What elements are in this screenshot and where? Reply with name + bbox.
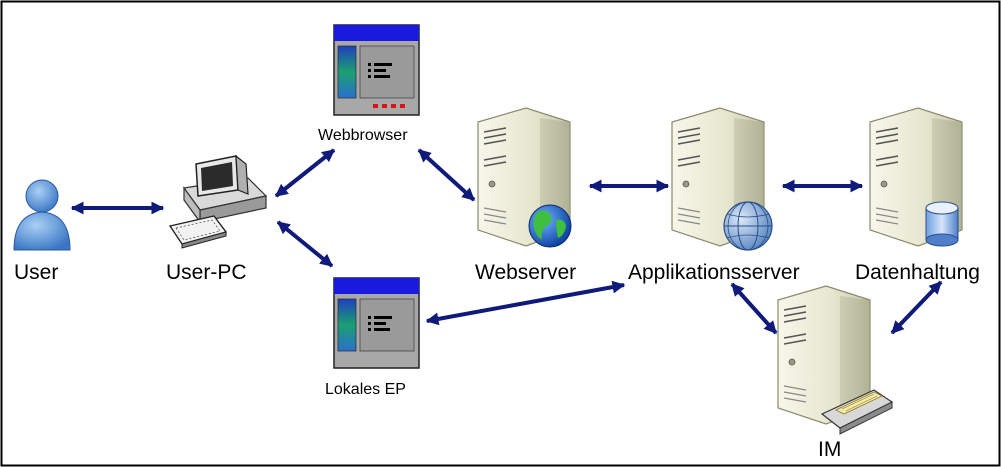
label-webbrowser: Webbrowser — [318, 127, 408, 144]
server-scanner-icon — [777, 285, 894, 435]
label-datenhaltung: Datenhaltung — [855, 261, 980, 284]
server-database-icon — [869, 107, 963, 247]
server-sphere-icon — [671, 107, 773, 251]
connector-datenhaltung-im — [890, 280, 943, 335]
application-window-icon — [333, 277, 420, 369]
connector-userpc-webbrowser — [274, 148, 336, 198]
label-user-pc: User-PC — [166, 261, 247, 284]
connector-userpc-lokalesep — [276, 220, 334, 268]
browser-window-icon — [333, 24, 420, 116]
user-icon — [13, 179, 71, 251]
label-lokales-ep: Lokales EP — [325, 381, 406, 398]
label-applikationsserver: Applikationsserver — [628, 261, 800, 284]
connector-webbrowser-webserver — [417, 148, 476, 202]
label-webserver: Webserver — [475, 261, 576, 284]
connectors — [70, 148, 943, 335]
connector-lokalesep-appserver — [425, 280, 626, 326]
connector-appserver-im — [730, 282, 778, 335]
label-im: IM — [818, 438, 841, 461]
server-globe-icon — [477, 107, 572, 248]
desktop-computer-icon — [168, 154, 268, 249]
label-user: User — [14, 261, 58, 284]
